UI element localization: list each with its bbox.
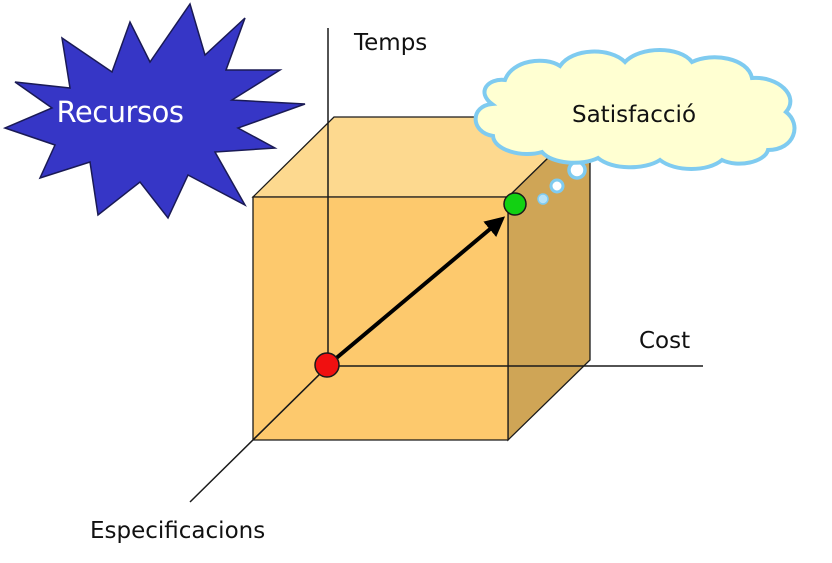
thought-bubble-small [537, 193, 549, 205]
resources-label: Recursos [57, 95, 184, 129]
specifications-axis-label: Especificacions [90, 518, 265, 544]
specifications-axis-line [189, 365, 329, 503]
time-axis-label: Temps [353, 30, 427, 56]
resources-starburst: Recursos [2, 2, 306, 220]
thought-bubble-medium [549, 178, 565, 194]
satisfaction-cloud: Satisfacció [473, 48, 797, 171]
end-point-green [503, 192, 527, 216]
cloud-shape [473, 48, 797, 171]
cost-axis-label: Cost [639, 328, 690, 354]
start-point-red [314, 352, 340, 378]
starburst-shape [2, 2, 306, 220]
satisfaction-label: Satisfacció [572, 102, 696, 128]
satisfaction-vector-arrow [332, 216, 506, 362]
